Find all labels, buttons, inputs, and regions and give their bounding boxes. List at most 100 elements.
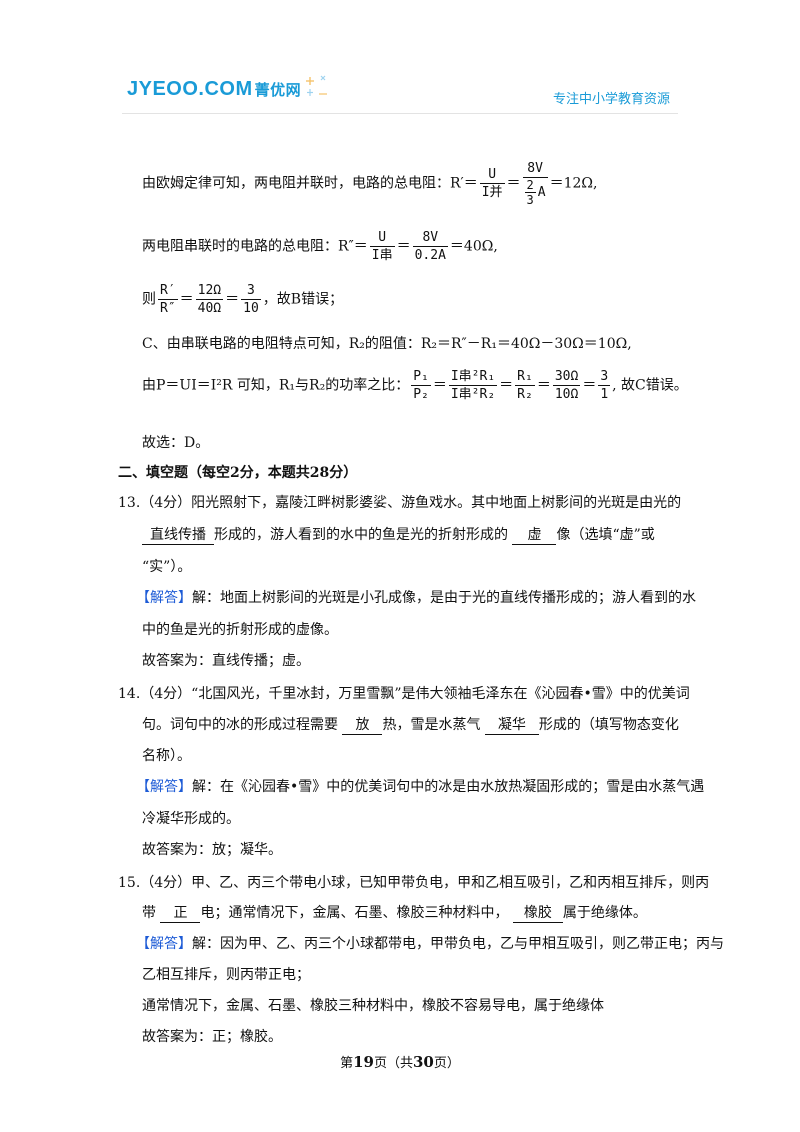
denominator: I串²R₂	[450, 387, 496, 402]
q13-stem-line-1: 13.（4分）阳光照射下，嘉陵江畔树影婆娑、游鱼戏水。其中地面上树影间的光斑是由…	[118, 495, 682, 511]
text: 像（选填“虚”或	[556, 527, 655, 543]
denominator: I串	[371, 248, 393, 263]
denominator: 0.2A	[414, 248, 446, 263]
answer-tag: 【解答】	[136, 590, 192, 606]
fraction: R′R″	[158, 282, 178, 317]
q15-answer-1: 正	[160, 902, 201, 923]
text: ＝12Ω,	[549, 175, 598, 192]
text: 电；通常情况下，金属、石墨、橡胶三种材料中，	[200, 905, 509, 921]
numerator: 30Ω	[552, 369, 581, 386]
numerator: 2	[524, 178, 536, 193]
denominator: R″	[160, 301, 176, 316]
denominator: 10	[243, 301, 259, 316]
denominator: 1	[600, 387, 609, 402]
numerator: U	[369, 229, 395, 247]
denominator: R₂	[517, 387, 533, 402]
denominator: I并	[481, 185, 503, 200]
choice-answer: 故选：D。	[142, 435, 210, 451]
text: 页（共	[373, 1056, 413, 1071]
q14-answer-1: 放	[342, 714, 383, 735]
text: ＝40Ω,	[449, 238, 498, 255]
numerator: R′	[158, 283, 178, 300]
q13-stem-line-3: “实”）。	[142, 559, 192, 575]
text: 形成的，游人看到的水中的鱼是光的折射形成的	[214, 527, 508, 543]
q15-answer-2: 橡胶	[512, 902, 563, 923]
numerator: 3	[241, 282, 261, 300]
text: 解：地面上树影间的光斑是小孔成像，是由于光的直线传播形成的；游人看到的水	[192, 590, 696, 606]
section-title: 二、填空题（每空2分，本题共28分）	[118, 465, 358, 481]
q15-stem-line-1: 15.（4分）甲、乙、丙三个带电小球，已知甲带负电，甲和乙相互吸引，乙和丙相互排…	[118, 875, 710, 891]
q14-stem-line-2: 句。词句中的冰的形成过程需要 放热，雪是水蒸气 凝华形成的（填写物态变化	[142, 714, 679, 735]
logo-cn-text: 菁优网	[254, 82, 302, 99]
text: 带	[142, 905, 156, 921]
q13-explanation-line-2: 中的鱼是光的折射形成的虚像。	[142, 622, 338, 638]
q13-answer-1: 直线传播	[142, 524, 214, 545]
text: 两电阻串联时的电路的总电阻：R″＝	[142, 238, 368, 255]
numerator: U	[479, 166, 505, 184]
q14-final-answer: 故答案为：放；凝华。	[142, 842, 282, 858]
q14-explanation-line-1: 【解答】解：在《沁园春•雪》中的优美词句中的冰是由水放热凝固形成的；雪是由水蒸气…	[136, 776, 704, 796]
text: 第	[340, 1056, 354, 1071]
answer-tag: 【解答】	[136, 936, 192, 952]
unit: A	[537, 185, 546, 200]
q13-answer-2: 虚	[512, 524, 557, 545]
text: 句。词句中的冰的形成过程需要	[142, 717, 338, 733]
text: 热，雪是水蒸气	[382, 717, 481, 733]
header-tagline: 专注中小学教育资源	[552, 91, 670, 106]
denominator: P₂	[413, 387, 429, 402]
q13-stem-line-2: 直线传播形成的，游人看到的水中的鱼是光的折射形成的 虚像（选填“虚”或	[142, 524, 655, 545]
text: 解：在《沁园春•雪》中的优美词句中的冰是由水放热凝固形成的；雪是由水蒸气遇	[192, 779, 705, 795]
text: 属于绝缘体。	[562, 905, 647, 921]
q13-final-answer: 故答案为：直线传播；虚。	[142, 653, 310, 669]
denominator: 3	[526, 193, 534, 207]
numerator: R₁	[515, 369, 535, 386]
q13-explanation-line-1: 【解答】解：地面上树影间的光斑是小孔成像，是由于光的直线传播形成的；游人看到的水	[136, 587, 696, 607]
text: 则	[142, 291, 156, 308]
denominator: 10Ω	[554, 387, 579, 402]
q14-stem-line-1: 14.（4分）“北国风光，千里冰封，万里雪飘”是伟大领袖毛泽东在《沁园春•雪》中…	[118, 686, 690, 702]
numerator: 12Ω	[195, 283, 224, 300]
q15-stem-line-2: 带 正电；通常情况下，金属、石墨、橡胶三种材料中， 橡胶属于绝缘体。	[142, 902, 647, 923]
numerator: 3	[598, 369, 611, 386]
q15-final-answer: 故答案为：正；橡胶。	[142, 1029, 282, 1045]
solution-line-4: C、由串联电路的电阻特点可知，R₂的阻值：R₂＝R″－R₁＝40Ω－30Ω＝10…	[142, 336, 632, 352]
numerator: P₁	[411, 369, 431, 386]
logo-sparkle-icon	[306, 75, 327, 96]
current-page: 19	[353, 1053, 374, 1071]
q14-answer-2: 凝华	[484, 714, 539, 735]
text: 由P＝UI＝I²R 可知，R₁与R₂的功率之比：	[142, 377, 410, 394]
answer-tag: 【解答】	[136, 779, 192, 795]
total-pages: 30	[413, 1053, 434, 1071]
q14-stem-line-3: 名称）。	[142, 748, 191, 764]
text: 由欧姆定律可知，两电阻并联时，电路的总电阻：R′＝	[142, 175, 478, 192]
text: 页）	[433, 1056, 460, 1071]
text: 形成的（填写物态变化	[538, 717, 679, 733]
q15-explanation-line-3: 通常情况下，金属、石墨、橡胶三种材料中，橡胶不容易导电，属于绝缘体	[142, 998, 604, 1014]
denominator: 40Ω	[197, 301, 222, 316]
q15-explanation-line-1: 【解答】解：因为甲、乙、丙三个小球都带电，甲带负电，乙与甲相互吸引，则乙带正电；…	[136, 933, 724, 953]
q14-explanation-line-2: 冷凝华形成的。	[142, 811, 240, 827]
header-divider	[122, 113, 678, 114]
numerator: I串²R₁	[448, 369, 498, 386]
numerator: 8V	[522, 160, 548, 178]
logo-text: JYEOO.COM	[127, 78, 253, 100]
text: , 故C错误。	[612, 377, 688, 394]
text: 解：因为甲、乙、丙三个小球都带电，甲带负电，乙与甲相互吸引，则乙带正电；丙与	[192, 936, 724, 952]
